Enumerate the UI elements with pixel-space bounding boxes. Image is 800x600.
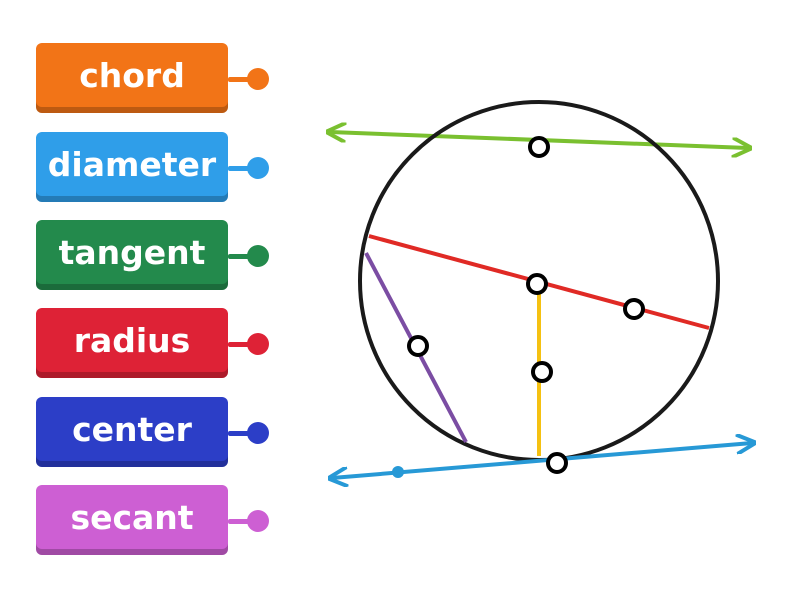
term-diameter-connector	[228, 166, 258, 171]
term-tangent[interactable]: tangent	[36, 220, 228, 290]
drop-target-tangent[interactable]	[546, 452, 568, 474]
term-chord-handle[interactable]	[247, 68, 269, 90]
term-diameter-handle[interactable]	[247, 157, 269, 179]
term-chord[interactable]: chord	[36, 43, 228, 113]
drop-target-radius[interactable]	[531, 361, 553, 383]
term-secant[interactable]: secant	[36, 485, 228, 555]
term-secant-connector	[228, 519, 258, 524]
term-tangent-handle[interactable]	[247, 245, 269, 267]
term-diameter[interactable]: diameter	[36, 132, 228, 202]
term-radius-connector	[228, 342, 258, 347]
tangent-point-marker	[392, 466, 404, 478]
term-center[interactable]: center	[36, 397, 228, 467]
term-center-connector	[228, 431, 258, 436]
drop-target-secant[interactable]	[528, 136, 550, 158]
term-radius[interactable]: radius	[36, 308, 228, 378]
drop-target-center[interactable]	[526, 273, 548, 295]
term-tangent-connector	[228, 254, 258, 259]
drop-target-chord[interactable]	[407, 335, 429, 357]
term-secant-handle[interactable]	[247, 510, 269, 532]
term-radius-handle[interactable]	[247, 333, 269, 355]
drop-target-diameter[interactable]	[623, 298, 645, 320]
term-chord-connector	[228, 77, 258, 82]
term-center-handle[interactable]	[247, 422, 269, 444]
